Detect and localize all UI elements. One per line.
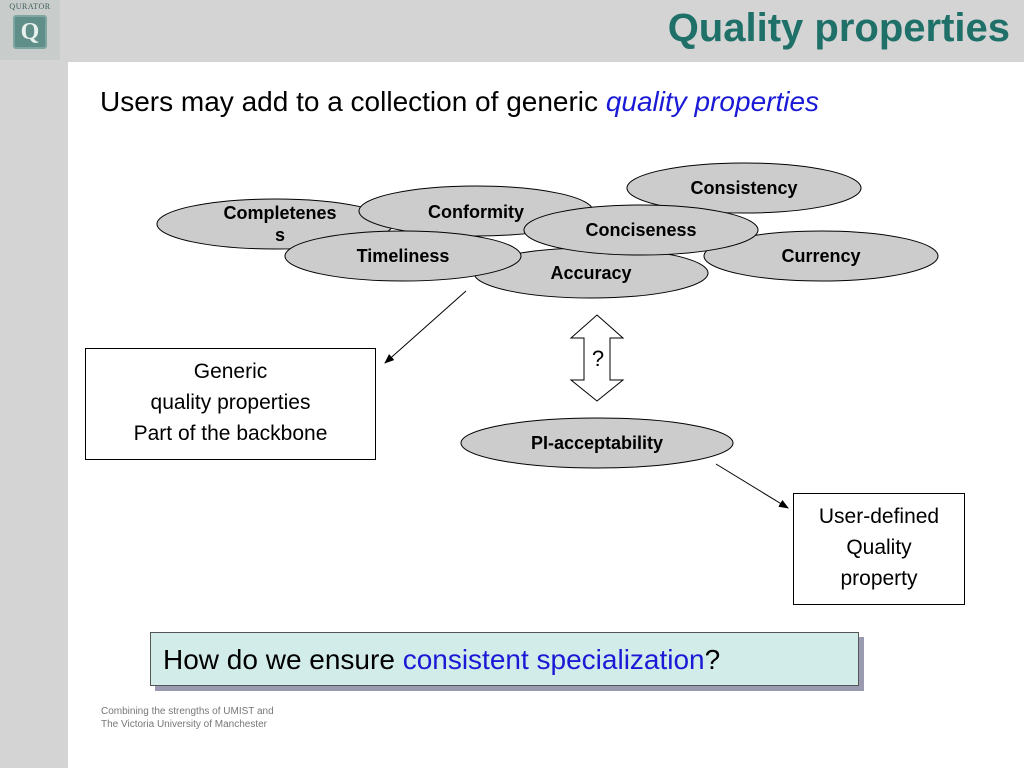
label-accuracy: Accuracy xyxy=(550,263,632,283)
user-defined-property-box: User-defined Quality property xyxy=(793,493,965,605)
label-timeliness: Timeliness xyxy=(356,246,450,266)
logo-q-icon: Q xyxy=(13,15,47,49)
logo-caption: QURATOR xyxy=(9,2,51,11)
question-callout: How do we ensure consistent specializati… xyxy=(150,632,859,686)
question-mark: ? xyxy=(591,346,605,371)
arrow-to-user-defined-box xyxy=(715,463,789,509)
ellipse-conciseness xyxy=(523,204,759,256)
page-title: Quality properties xyxy=(667,6,1010,50)
logo-letter: Q xyxy=(20,19,40,45)
generic-properties-box: Generic quality properties Part of the b… xyxy=(85,348,376,460)
ellipse-consistency xyxy=(626,162,862,214)
subtitle-text: Users may add to a collection of generic xyxy=(100,86,606,117)
title-bar xyxy=(0,0,1024,62)
qurator-logo: QURATOR Q xyxy=(0,0,60,60)
footer-line-2: The Victoria University of Manchester xyxy=(101,719,267,730)
footer-line-1: Combining the strengths of UMIST and xyxy=(101,706,274,717)
label-pi-acceptability: PI-acceptability xyxy=(530,433,664,453)
callout-suffix: ? xyxy=(704,644,721,675)
label-currency: Currency xyxy=(781,246,861,266)
callout-highlight: consistent specialization xyxy=(402,644,705,675)
label-consistency: Consistency xyxy=(690,178,798,198)
arrow-to-generic-box xyxy=(384,290,467,364)
ellipse-pi-acceptability xyxy=(460,417,734,469)
label-conformity: Conformity xyxy=(428,202,524,222)
subtitle: Users may add to a collection of generic… xyxy=(100,86,819,118)
callout-text: How do we ensure xyxy=(163,644,403,675)
subtitle-highlight: quality properties xyxy=(605,86,820,117)
left-side-bar xyxy=(0,0,68,768)
label-completeness: Completenes s xyxy=(223,203,337,245)
footer: Combining the strengths of UMIST and The… xyxy=(101,705,274,731)
label-conciseness: Conciseness xyxy=(585,220,697,240)
ellipse-currency xyxy=(703,230,939,282)
ellipse-timeliness xyxy=(284,230,522,282)
double-headed-arrow xyxy=(569,314,625,402)
